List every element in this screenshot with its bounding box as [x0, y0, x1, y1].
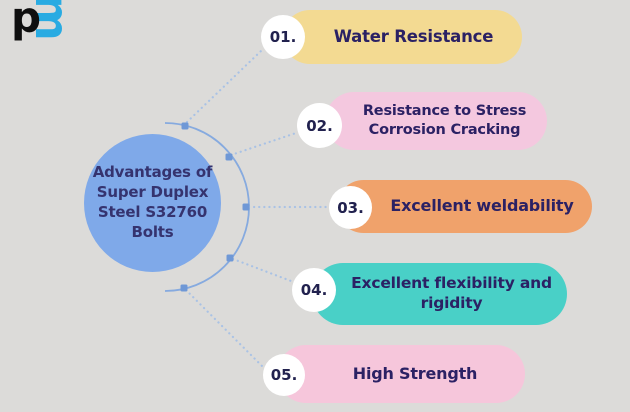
connector-node-3	[242, 203, 250, 211]
advantage-label-2-line-2: Corrosion Cracking	[368, 122, 521, 138]
number-badge-4: 04.	[292, 268, 336, 312]
connector-node-1	[181, 122, 189, 130]
advantage-label-4-line-1: Excellent flexibility and	[351, 274, 552, 293]
connector-node-5	[180, 284, 188, 292]
number-badge-1: 01.	[261, 15, 305, 59]
advantage-label-3: Excellent weldability	[372, 196, 592, 216]
advantage-label-1: Water Resistance	[305, 26, 522, 47]
advantage-pill-3: Excellent weldability	[337, 180, 592, 233]
number-text-4: 04.	[300, 281, 328, 299]
central-topic-circle: Advantages of Super Duplex Steel S32760 …	[84, 134, 221, 272]
brand-logo: m p	[6, 0, 79, 62]
number-badge-5: 05.	[263, 354, 305, 396]
advantage-label-1-line-1: Water Resistance	[333, 27, 494, 47]
number-badge-3: 03.	[329, 186, 372, 229]
connector-node-4	[226, 254, 234, 262]
central-topic-title: Advantages of Super Duplex Steel S32760 …	[93, 163, 213, 242]
number-text-3: 03.	[337, 198, 364, 217]
advantage-pill-5: High Strength	[277, 345, 525, 403]
advantage-label-4: Excellent flexibility and rigidity	[336, 274, 567, 314]
connector-dotted-line-2	[229, 131, 298, 157]
connector-dotted-line-5	[184, 288, 264, 368]
advantage-label-2: Resistance to Stress Corrosion Cracking	[342, 102, 547, 139]
central-title-line-4: Bolts	[131, 222, 174, 241]
connector-node-2	[225, 153, 233, 161]
advantage-pill-1: Water Resistance	[283, 10, 522, 64]
advantage-label-5-line-1: High Strength	[352, 363, 478, 383]
number-text-5: 05.	[270, 366, 298, 384]
advantage-label-3-line-1: Excellent weldability	[390, 196, 574, 216]
number-badge-2: 02.	[297, 103, 342, 148]
logo-letter-p: p	[11, 0, 42, 42]
central-title-line-2: Super Duplex	[96, 183, 209, 202]
central-title-line-3: Steel S32760	[97, 203, 208, 221]
advantage-pill-4: Excellent flexibility and rigidity	[312, 263, 567, 325]
number-text-1: 01.	[269, 28, 297, 46]
advantage-pill-2: Resistance to Stress Corrosion Cracking	[325, 92, 547, 150]
advantage-label-4-line-2: rigidity	[420, 294, 483, 312]
advantage-label-5: High Strength	[305, 364, 525, 384]
connector-dotted-line-1	[185, 49, 263, 124]
connector-dotted-line-4	[231, 257, 293, 283]
advantage-label-2-line-1: Resistance to Stress	[362, 103, 527, 120]
number-text-2: 02.	[306, 116, 333, 135]
central-title-line-1: Advantages of	[92, 163, 213, 182]
